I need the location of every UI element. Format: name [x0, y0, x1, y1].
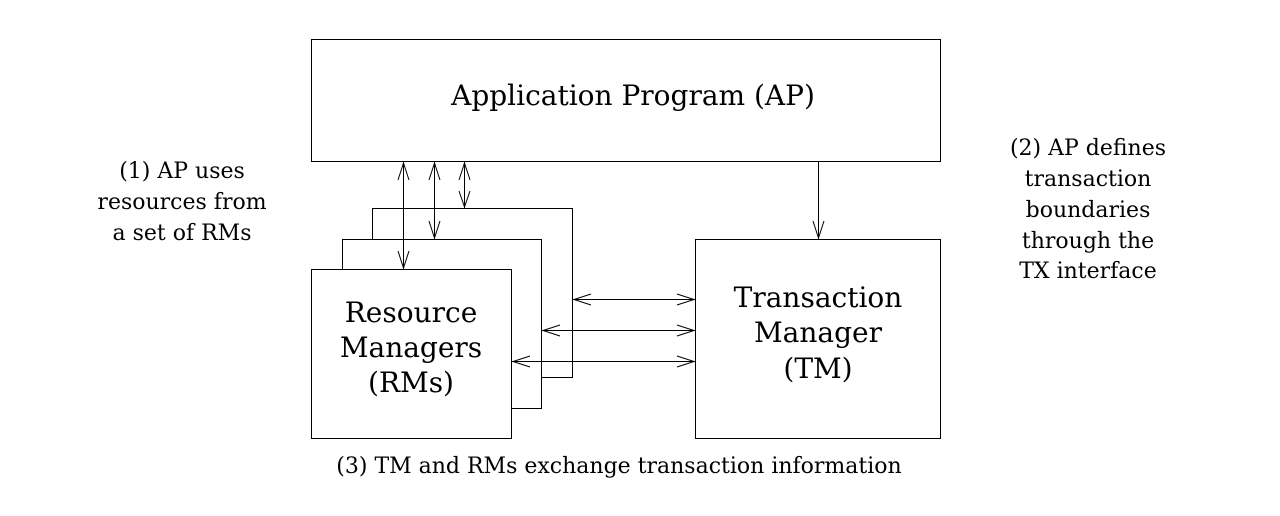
ap-rm-arrow-1	[397, 161, 410, 270]
resource-managers-label-line1: Resource	[345, 296, 478, 329]
transaction-manager-label-line2: Manager	[754, 316, 883, 349]
annotation-ap-uses-resources: (1) AP uses resources from a set of RMs	[97, 159, 266, 246]
resource-managers-node: Resource Managers (RMs)	[311, 208, 573, 439]
application-program-box	[311, 39, 941, 162]
annotation-tm-rm-exchange: (3) TM and RMs exchange transaction info…	[336, 454, 901, 479]
application-program-node: Application Program (AP)	[311, 39, 941, 162]
rm-tm-arrow-3	[511, 355, 696, 368]
ap-rm-arrow-2	[428, 161, 441, 240]
resource-managers-label-line2: Managers	[340, 331, 482, 364]
resource-managers-label-line3: (RMs)	[368, 366, 454, 399]
annotation-2-line2: transaction	[1025, 167, 1152, 192]
transaction-manager-label-line1: Transaction	[734, 281, 903, 314]
annotation-2-line3: boundaries	[1026, 198, 1151, 223]
annotation-ap-defines-boundaries: (2) AP defines transaction boundaries th…	[1010, 136, 1166, 284]
annotation-3-text: (3) TM and RMs exchange transaction info…	[336, 454, 901, 479]
annotation-2-line4: through the	[1022, 229, 1154, 254]
annotation-1-line3: a set of RMs	[112, 221, 251, 246]
rm-tm-arrow-2	[541, 324, 696, 337]
transaction-manager-label-line3: (TM)	[783, 352, 852, 385]
application-program-label: Application Program (AP)	[450, 79, 815, 112]
annotation-2-line5: TX interface	[1019, 259, 1157, 284]
annotation-1-line1: (1) AP uses	[119, 159, 245, 184]
ap-tm-arrow	[812, 162, 825, 240]
annotation-2-line1: (2) AP defines	[1010, 136, 1166, 161]
ap-rm-arrow-3	[458, 161, 471, 209]
annotation-1-line2: resources from	[97, 190, 266, 215]
resource-manager-box-front	[311, 269, 512, 439]
transaction-manager-node: Transaction Manager (TM)	[695, 239, 941, 439]
rm-tm-arrow-1	[572, 293, 696, 306]
transaction-manager-box	[695, 239, 941, 439]
